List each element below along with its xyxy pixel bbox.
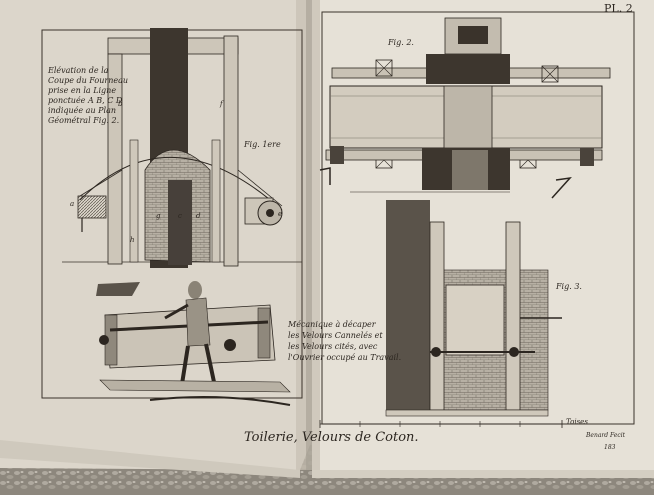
scale-bar [319, 420, 563, 428]
page-number: 183 [604, 444, 616, 451]
plate-title: Toilerie, Velours de Coton. [244, 430, 419, 445]
elevation-caption-line-6: Géométral Fig. 2. [48, 116, 120, 125]
scale-label: Toises [566, 418, 588, 426]
label-d: d [196, 212, 201, 220]
fig2-label: Fig. 2. [388, 38, 414, 47]
fig3-label: Fig. 3. [556, 282, 582, 291]
vignette-caption-line-4: l'Ouvrier occupé au Travail. [288, 353, 402, 362]
page-edge [0, 440, 300, 478]
label-e: e [278, 210, 283, 218]
engraver-credit: Benard Fecit [586, 432, 626, 439]
label-a: a [70, 200, 75, 208]
machine-elevation-drawing [385, 200, 562, 417]
label-g: g [156, 212, 161, 220]
vignette-caption-line-2: les Velours Cannelés et [288, 331, 383, 340]
label-h: h [130, 236, 135, 244]
vignette-caption-line-3: les Velours cités, avec [288, 342, 378, 351]
worker-vignette [96, 281, 291, 406]
machine-plan-drawing [319, 17, 611, 199]
label-f: f [220, 100, 223, 108]
page-edge-right [312, 470, 654, 478]
furnace-elevation-drawing [77, 28, 283, 268]
elevation-caption-line-4: ponctuée A B, C D [48, 96, 123, 105]
label-c: c [178, 212, 182, 220]
vignette-caption-line-1: Mécanique à décaper [288, 320, 376, 329]
fig1-label: Fig. 1ere [244, 140, 281, 149]
elevation-caption-line-1: Elévation de la [48, 66, 109, 75]
elevation-caption-line-5: indiquée au Plan [48, 106, 117, 115]
elevation-caption-line-3: prise en la Ligne [48, 86, 117, 95]
label-b: b [118, 100, 123, 108]
plate-number: PL. 2 [604, 2, 633, 15]
elevation-caption-line-2: Coupe du Fourneau [48, 76, 129, 85]
